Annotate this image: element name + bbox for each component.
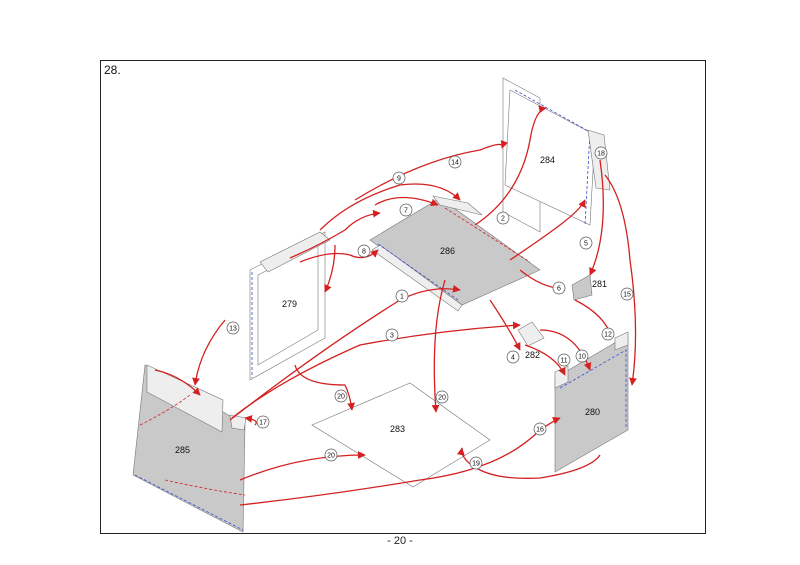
step-number: 28.: [104, 63, 121, 77]
part-label-285: 285: [175, 445, 190, 455]
svg-text:13: 13: [229, 326, 237, 333]
part-283: 283: [311, 382, 491, 488]
step-marker-10: 10: [575, 349, 589, 363]
svg-text:10: 10: [578, 354, 586, 361]
step-marker-9: 9: [392, 171, 406, 185]
svg-text:16: 16: [536, 427, 544, 434]
part-281: 281: [571, 274, 607, 301]
step-marker-3: 3: [385, 328, 399, 342]
step-marker-20-c: 20: [324, 448, 338, 462]
step-markers: 1 2 3 4 5 6 7 8 9 10 11 12 13 14 15 16 1…: [226, 146, 634, 470]
part-label-280: 280: [585, 407, 600, 417]
part-label-283: 283: [390, 424, 405, 434]
step-marker-20-a: 20: [334, 389, 348, 403]
assembly-arrows: [154, 105, 637, 506]
step-marker-2: 2: [496, 211, 510, 225]
step-marker-4: 4: [506, 350, 520, 364]
svg-text:2: 2: [501, 216, 505, 223]
svg-text:14: 14: [451, 160, 459, 167]
page-number: - 20 -: [387, 535, 413, 547]
step-marker-16: 16: [533, 422, 547, 436]
svg-text:6: 6: [557, 286, 561, 293]
page-frame: [100, 60, 706, 534]
step-marker-15: 15: [620, 287, 634, 301]
svg-text:20: 20: [438, 395, 446, 402]
svg-text:5: 5: [584, 241, 588, 248]
part-label-279: 279: [282, 299, 297, 309]
svg-text:1: 1: [400, 294, 404, 301]
svg-text:3: 3: [390, 333, 394, 340]
step-marker-7: 7: [399, 203, 413, 217]
step-marker-19: 19: [469, 456, 483, 470]
part-280: 280: [554, 331, 629, 473]
svg-text:4: 4: [511, 355, 515, 362]
step-marker-12: 12: [601, 327, 615, 341]
step-marker-20-b: 20: [435, 390, 449, 404]
step-marker-14: 14: [448, 155, 462, 169]
part-label-281: 281: [592, 279, 607, 289]
step-marker-17: 17: [256, 415, 270, 429]
part-284: 284: [502, 77, 611, 233]
svg-text:12: 12: [604, 332, 612, 339]
svg-text:11: 11: [560, 358, 567, 365]
part-286: 286: [369, 195, 541, 312]
step-marker-6: 6: [552, 281, 566, 295]
step-marker-18: 18: [594, 146, 608, 160]
step-marker-11: 11: [557, 353, 571, 367]
step-marker-5: 5: [579, 236, 593, 250]
svg-text:20: 20: [337, 394, 345, 401]
step-marker-13: 13: [226, 321, 240, 335]
step-marker-1: 1: [395, 289, 409, 303]
svg-text:17: 17: [259, 420, 267, 427]
part-label-282: 282: [525, 350, 540, 360]
svg-text:15: 15: [623, 292, 631, 299]
svg-text:19: 19: [472, 461, 480, 468]
svg-text:9: 9: [397, 176, 401, 183]
part-285: 285: [132, 364, 247, 533]
part-label-284: 284: [540, 155, 555, 165]
svg-text:18: 18: [597, 151, 605, 158]
svg-text:8: 8: [362, 249, 366, 256]
svg-text:20: 20: [327, 453, 335, 460]
svg-text:7: 7: [404, 208, 408, 215]
step-marker-8: 8: [357, 244, 371, 258]
part-282: 282: [517, 321, 545, 360]
part-279: 279: [249, 231, 331, 381]
part-label-286: 286: [440, 246, 455, 256]
